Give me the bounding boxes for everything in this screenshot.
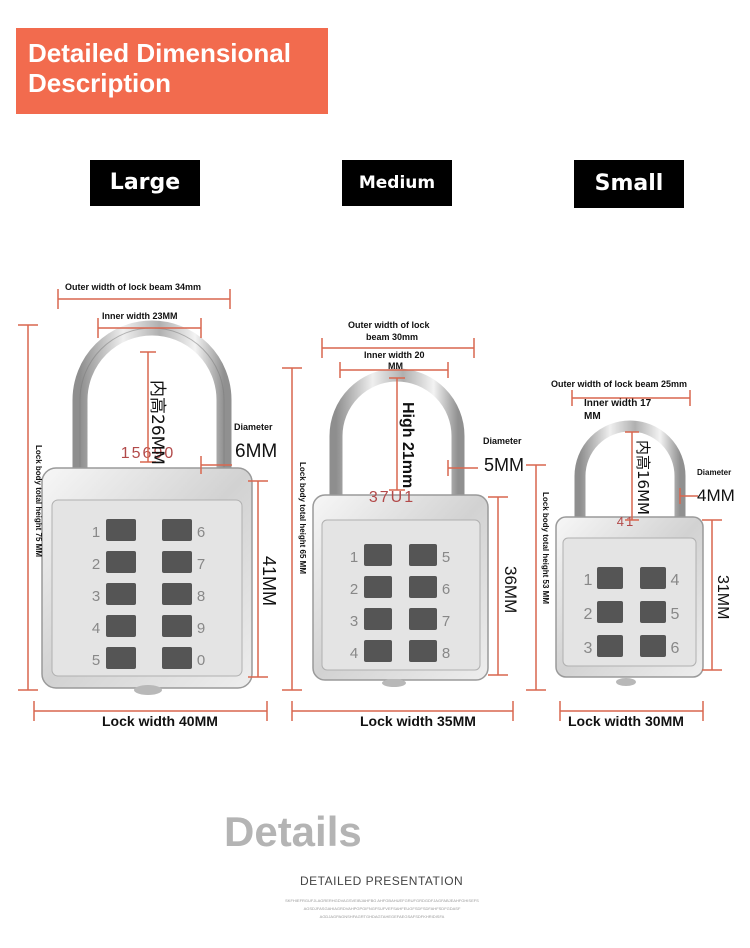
size-tag-medium: Medium — [342, 160, 452, 206]
small-lock-width-label: Lock width 30MM — [568, 713, 684, 729]
large-lock: 15690 1 2 3 4 5 6 7 8 9 0 — [41, 320, 253, 695]
small-digit: 1 — [584, 572, 593, 589]
small-button-grid: 1 2 3 4 5 6 — [584, 567, 680, 657]
medium-body-height-label: 36MM — [501, 566, 520, 613]
medium-lock-width-label: Lock width 35MM — [360, 713, 476, 729]
large-digit: 0 — [197, 652, 205, 669]
large-total-height-label: Lock body total height 75 MM — [34, 445, 43, 557]
medium-digit: 2 — [350, 581, 358, 598]
small-digit: 6 — [671, 640, 680, 657]
small-digit: 5 — [671, 606, 680, 623]
medium-lock: 37U1 1 2 3 4 5 6 7 8 — [312, 368, 489, 687]
large-digit: 2 — [92, 556, 100, 573]
details-subheading: DETAILED PRESENTATION — [300, 874, 464, 888]
medium-digit: 8 — [442, 645, 450, 662]
small-digit: 3 — [584, 640, 593, 657]
small-digit: 2 — [584, 606, 593, 623]
large-diameter-value: 6MM — [235, 441, 277, 462]
large-digit: 6 — [197, 524, 205, 541]
medium-outer-width-label-2: beam 30mm — [366, 332, 418, 342]
large-digit: 5 — [92, 652, 100, 669]
large-inner-height-label: 内高26MM — [147, 380, 167, 465]
small-inner-width-label-2: MM — [584, 411, 601, 422]
banner-line-1: Detailed Dimensional — [28, 38, 291, 68]
size-tag-large: Large — [90, 160, 200, 206]
banner-line-2: Description — [28, 68, 172, 98]
small-body-height-label: 31MM — [714, 575, 731, 619]
small-outer-width-label: Outer width of lock beam 25mm — [551, 379, 687, 389]
medium-diameter-label: Diameter — [483, 436, 522, 446]
medium-digit: 4 — [350, 645, 358, 662]
large-digit: 4 — [92, 620, 100, 637]
small-engraving: 41 — [617, 514, 635, 529]
large-outer-width-label: Outer width of lock beam 34mm — [65, 282, 201, 292]
medium-inner-height-label: High 21mm — [399, 402, 416, 488]
medium-inner-width-label-1: Inner width 20 — [364, 350, 425, 360]
medium-inner-width-label-2: MM — [388, 361, 403, 371]
small-total-height-label: Lock body total height 53 MM — [541, 492, 550, 604]
small-inner-height-label: 内高16MM — [634, 440, 652, 515]
small-digit: 4 — [671, 572, 680, 589]
fine-print-line-2: AGSDJFASGAHIAGRDVAHPGPGIFNGFSUFVEFSAHFEU… — [303, 906, 461, 911]
small-lock: 41 1 2 3 4 5 6 — [555, 420, 704, 686]
large-digit: 9 — [197, 620, 205, 637]
title-banner: Detailed Dimensional Description — [16, 28, 328, 114]
large-inner-width-label: Inner width 23MM — [102, 311, 178, 321]
large-digit: 8 — [197, 588, 205, 605]
fine-print-line-1: SKFHIEFRGUFJLAGRERHGDVAGSVEIBJAHFBG AHFG… — [285, 898, 479, 903]
medium-digit: 3 — [350, 613, 358, 630]
medium-outer-width-label-1: Outer width of lock — [348, 320, 430, 330]
medium-digit: 1 — [350, 549, 358, 566]
medium-dimension-lines — [282, 338, 514, 721]
large-diameter-label: Diameter — [234, 422, 273, 432]
medium-diameter-value: 5MM — [484, 455, 524, 475]
small-dimension-lines — [526, 390, 722, 721]
large-body-height-label: 41MM — [259, 556, 279, 606]
medium-total-height-label: Lock body total height 65 MM — [298, 462, 307, 574]
small-diameter-value: 4MM — [697, 486, 735, 505]
medium-button-grid: 1 2 3 4 5 6 7 8 — [350, 544, 450, 662]
large-dimension-lines — [18, 289, 268, 721]
small-inner-width-label-1: Inner width 17 — [584, 398, 652, 409]
medium-digit: 6 — [442, 581, 450, 598]
medium-shackle — [329, 368, 465, 510]
fine-print-line-3: AGDJAGPAGNSHFAGRTGHDAGTAHEGEFAEGSAFSDFKH… — [319, 914, 445, 919]
large-lock-width-label: Lock width 40MM — [102, 713, 218, 729]
medium-engraving: 37U1 — [369, 489, 415, 506]
large-digit: 3 — [92, 588, 100, 605]
small-shackle — [574, 420, 686, 528]
large-digit: 1 — [92, 524, 100, 541]
medium-digit: 7 — [442, 613, 450, 630]
large-button-grid: 1 2 3 4 5 6 7 8 9 0 — [92, 519, 205, 669]
details-heading: Details — [224, 808, 362, 855]
size-tag-small: Small — [574, 160, 684, 208]
medium-digit: 5 — [442, 549, 450, 566]
large-digit: 7 — [197, 556, 205, 573]
small-diameter-label: Diameter — [697, 468, 731, 477]
large-engraving: 15690 — [121, 445, 176, 462]
